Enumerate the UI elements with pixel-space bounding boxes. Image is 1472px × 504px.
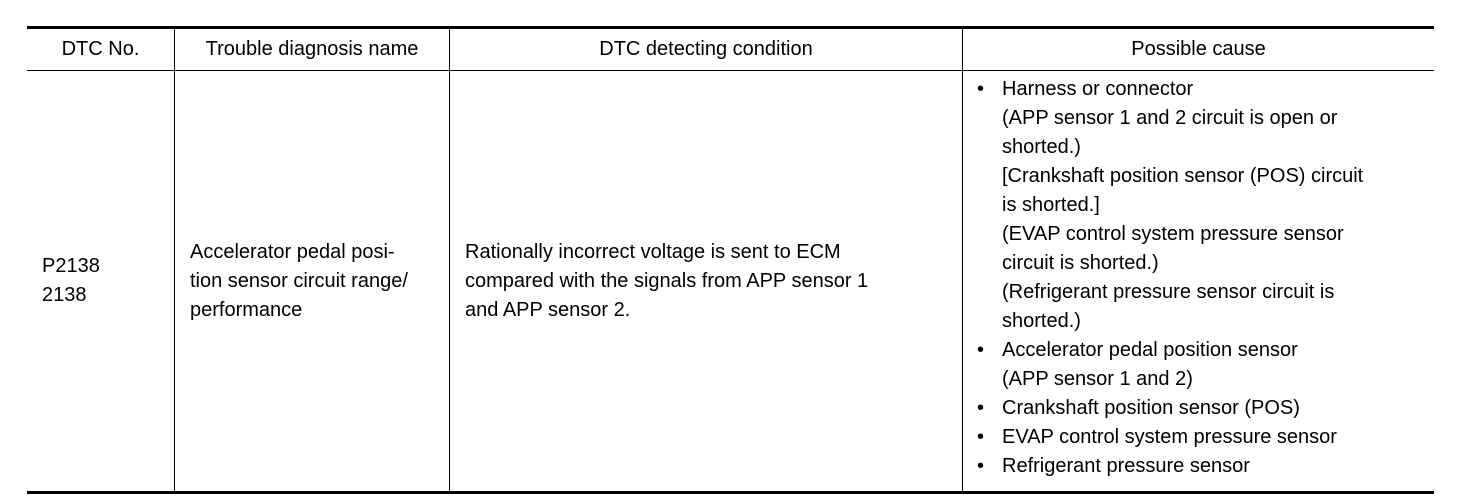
- cause-item-app-sensor: Accelerator pedal position sensor (APP s…: [977, 336, 1363, 394]
- table-header-row: DTC No. Trouble diagnosis name DTC detec…: [27, 29, 1434, 71]
- trouble-name-value: Accelerator pedal posi- tion sensor circ…: [190, 240, 408, 321]
- header-dtc-no: DTC No.: [27, 29, 175, 70]
- possible-cause-cell: Harness or connector (APP sensor 1 and 2…: [963, 71, 1434, 491]
- header-trouble-diagnosis-name: Trouble diagnosis name: [175, 29, 450, 70]
- header-possible-cause: Possible cause: [1131, 38, 1266, 60]
- cause-item-harness: Harness or connector (APP sensor 1 and 2…: [977, 75, 1363, 336]
- dtc-no-cell: P2138 2138: [27, 71, 175, 491]
- dtc-table: DTC No. Trouble diagnosis name DTC detec…: [27, 26, 1434, 494]
- dtc-no-value: P2138 2138: [42, 255, 100, 306]
- table-row: P2138 2138 Accelerator pedal posi- tion …: [27, 71, 1434, 491]
- cause-item-refrigerant-sensor: Refrigerant pressure sensor: [977, 452, 1363, 481]
- trouble-name-cell: Accelerator pedal posi- tion sensor circ…: [175, 71, 450, 491]
- cause-item-crankshaft-sensor: Crankshaft position sensor (POS): [977, 394, 1363, 423]
- cause-item-evap-sensor: EVAP control system pressure sensor: [977, 423, 1363, 452]
- condition-cell: Rationally incorrect voltage is sent to …: [450, 71, 963, 491]
- possible-cause-list: Harness or connector (APP sensor 1 and 2…: [977, 75, 1363, 481]
- header-dtc-detecting-condition: DTC detecting condition: [450, 29, 963, 70]
- condition-value: Rationally incorrect voltage is sent to …: [465, 240, 869, 321]
